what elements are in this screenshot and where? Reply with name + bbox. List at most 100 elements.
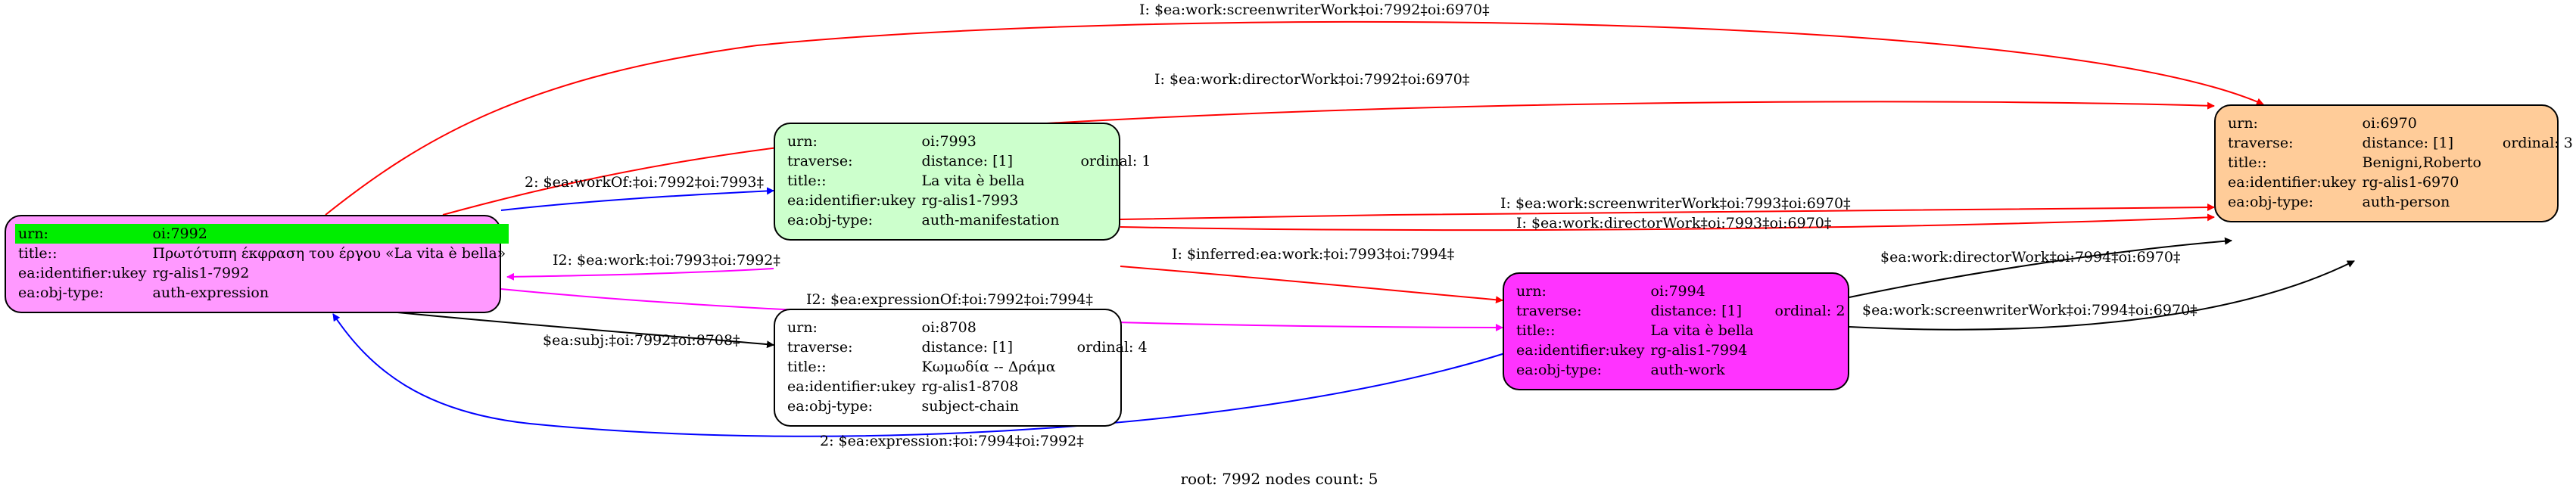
edge-label: I: $ea:work:screenwriterWork‡oi:7993‡oi:… [1500,195,1851,212]
node-table: urn:oi:8708 traverse:distance: [1]ordina… [784,318,1151,416]
field-key: title:: [787,359,827,375]
node-row-obj-type: ea:obj-type:subject-chain [784,396,1151,416]
field-value: auth-person [2362,194,2450,210]
edge-label: I: $ea:work:directorWork‡oi:7993‡oi:6970… [1516,215,1832,231]
field-extra [1059,357,1151,377]
node-oi-6970[interactable]: urn:oi:6970 traverse:distance: [1]ordina… [2214,104,2573,222]
field-extra [1062,171,1154,191]
field-key: ea:identifier:ukey [2228,174,2356,191]
field-value: rg-alis1-7992 [152,265,250,281]
edge-7994-6970-screenwriter [1849,260,2355,331]
edge-7993-7992-work [506,268,774,281]
field-extra [1059,377,1151,396]
field-value: oi:7993 [921,133,977,150]
node-row-urn: urn: oi:6970 [2225,113,2576,133]
field-value: distance: [1] [921,339,1013,356]
node-row-traverse: traverse:distance: [1]ordinal: 4 [784,337,1151,357]
graph-footer: root: 7992 nodes count: 5 [1180,470,1378,488]
field-extra [1062,132,1154,151]
edge-label: I2: $ea:expressionOf:‡oi:7992‡oi:7994‡ [806,291,1093,308]
field-extra: ordinal: 4 [1076,339,1148,356]
field-value: Πρωτότυπη έκφραση του έργου «La vita è b… [152,245,506,262]
node-row-ukey: ea:identifier:ukey rg-alis1-7992 [15,263,509,283]
node-row-title: title::Benigni,Roberto [2225,153,2576,172]
field-extra [1062,210,1154,230]
node-row-traverse: traverse:distance: [1]ordinal: 2 [1513,301,1848,321]
edge-7992-7993-workof [500,187,774,211]
field-key: title:: [1516,322,1556,339]
node-row-traverse: traverse:distance: [1]ordinal: 3 [2225,133,2576,153]
field-key: ea:identifier:ukey [18,265,147,281]
node-table: urn:oi:6970 traverse:distance: [1]ordina… [2225,113,2576,212]
field-value: subject-chain [921,398,1020,415]
field-key: ea:identifier:ukey [1516,342,1645,359]
edge-7993-6970-director [1120,213,2215,231]
node-row-ukey: ea:identifier:ukey rg-alis1-7994 [1513,340,1848,360]
field-key: traverse: [787,153,853,169]
node-row-obj-type: ea:obj-type: auth-person [2225,192,2576,212]
field-value: oi:6970 [2362,115,2417,132]
node-oi-7992[interactable]: urn:oi:7992 title::Πρωτότυπη έκφραση του… [5,215,509,313]
field-value: auth-manifestation [921,212,1060,228]
node-table: urn:oi:7992 title::Πρωτότυπη έκφραση του… [15,224,509,303]
field-key: ea:identifier:ukey [787,378,916,395]
field-key: ea:obj-type: [1516,362,1603,378]
field-key: title:: [2228,154,2267,171]
node-oi-8708[interactable]: urn:oi:8708 traverse:distance: [1]ordina… [774,309,1148,427]
node-row-obj-type: ea:obj-type:auth-work [1513,360,1848,380]
edge-label: I2: $ea:work:‡oi:7993‡oi:7992‡ [553,252,780,269]
node-row-urn: urn: oi:7993 [784,132,1154,151]
edge-label: 2: $ea:expression:‡oi:7994‡oi:7992‡ [820,433,1084,449]
edge-label: $ea:subj:‡oi:7992‡oi:8708‡ [543,332,740,349]
field-extra [2484,172,2576,192]
edge-7992-8708-subj [397,312,774,349]
node-row-title: title::La vita è bella [1513,321,1848,340]
node-row-urn: urn: oi:8708 [784,318,1151,337]
field-extra: ordinal: 3 [2502,135,2573,151]
field-value: auth-expression [152,284,269,301]
field-key: ea:obj-type: [2228,194,2314,210]
node-table: urn: oi:7993 traverse: distance: [1] ordina… [784,132,1154,230]
field-value: oi:7994 [1650,283,1705,300]
edge-7992-6970-screenwriter [325,20,2264,216]
node-oi-7994[interactable]: urn:oi:7994 traverse:distance: [1]ordina… [1503,272,1849,390]
field-key: title:: [18,245,58,262]
field-value: distance: [1] [2362,135,2453,151]
field-extra [1059,396,1151,416]
field-value: distance: [1] [1650,303,1742,319]
field-extra: ordinal: 1 [1080,153,1151,169]
field-key: ea:obj-type: [787,212,874,228]
field-value: oi:8708 [921,319,977,336]
field-value: oi:7992 [149,224,509,244]
field-key: urn: [2228,115,2258,132]
edge-label: $ea:work:screenwriterWork‡oi:7994‡oi:697… [1862,302,2198,318]
field-value: rg-alis1-7994 [1650,342,1748,359]
node-row-obj-type: ea:obj-type: auth-manifestation [784,210,1154,230]
field-extra [2484,113,2576,133]
node-row-traverse: traverse: distance: [1] ordinal: 1 [784,151,1154,171]
field-extra [1757,281,1849,301]
node-row-title: title::Κωμωδία -- Δράμα [784,357,1151,377]
field-value: rg-alis1-7993 [921,192,1019,209]
field-value: rg-alis1-6970 [2362,174,2459,191]
field-extra: ordinal: 2 [1774,303,1846,319]
field-value: Benigni,Roberto [2362,154,2481,171]
node-row-urn: urn:oi:7992 [15,224,509,244]
node-row-title: title::La vita è bella [784,171,1154,191]
edge-7994-6970-director [1849,237,2232,298]
node-row-ukey: ea:identifier:ukey rg-alis1-6970 [2225,172,2576,192]
edge-label: I: $inferred:ea:work:‡oi:7993‡oi:7994‡ [1172,246,1455,263]
node-row-obj-type: ea:obj-type: auth-expression [15,283,509,303]
field-extra [2484,153,2576,172]
field-key: urn: [1516,283,1547,300]
field-key: urn: [787,319,818,336]
field-key: urn: [787,133,818,150]
edge-label: 2: $ea:workOf:‡oi:7992‡oi:7993‡ [525,174,764,191]
node-table: urn:oi:7994 traverse:distance: [1]ordina… [1513,281,1848,380]
edge-7993-7994-inferred [1120,266,1503,304]
field-value: distance: [1] [921,153,1013,169]
node-oi-7993[interactable]: urn: oi:7993 traverse: distance: [1] ordina… [774,123,1151,241]
field-key: ea:obj-type: [18,284,104,301]
